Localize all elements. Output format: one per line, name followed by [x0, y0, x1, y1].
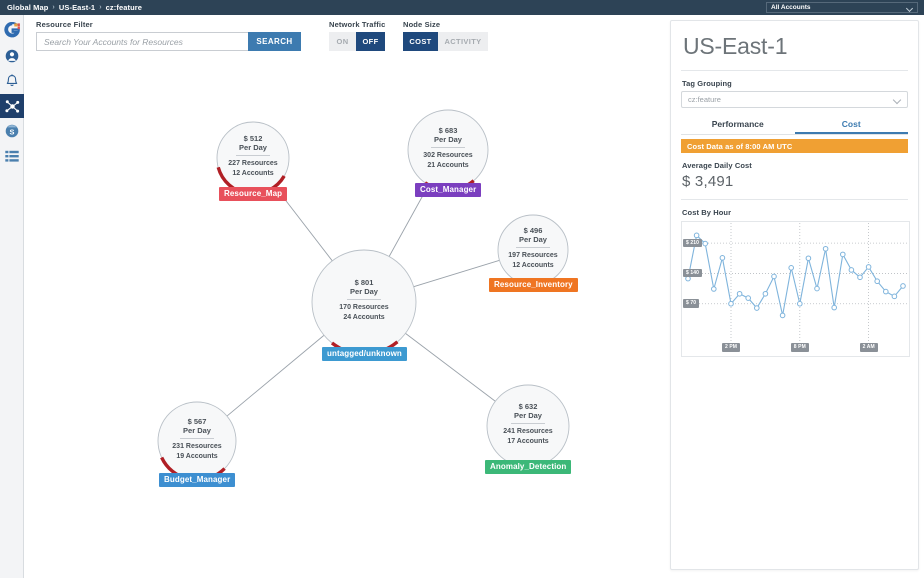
- region-detail-panel: US-East-1 Tag Grouping cz:feature Perfor…: [670, 20, 919, 570]
- chart-data-point[interactable]: [788, 265, 794, 271]
- network-traffic-off-button[interactable]: OFF: [356, 32, 385, 51]
- chart-data-point[interactable]: [883, 288, 889, 295]
- chart-data-point[interactable]: [865, 264, 872, 270]
- tab-cost[interactable]: Cost: [795, 117, 909, 134]
- user-icon: [5, 49, 19, 63]
- panel-tabs: Performance Cost: [681, 117, 908, 135]
- network-traffic-on-button[interactable]: ON: [329, 32, 356, 51]
- chart-data-point[interactable]: [771, 273, 777, 280]
- sidebar-item-global-map[interactable]: [0, 94, 24, 118]
- network-traffic-group: Network Traffic ON OFF: [329, 20, 385, 51]
- sidebar-item-notifications[interactable]: [0, 69, 24, 93]
- chart-data-point[interactable]: [762, 290, 769, 297]
- breadcrumb-item-global-map[interactable]: Global Map: [7, 3, 49, 12]
- top-bar: Global Map › US-East-1 › cz:feature All …: [0, 0, 924, 15]
- chart-data-point[interactable]: [711, 286, 717, 292]
- divider: [681, 199, 908, 200]
- app-logo-icon[interactable]: [0, 17, 24, 43]
- chart-data-point[interactable]: [745, 295, 751, 301]
- search-button[interactable]: SEARCH: [248, 32, 301, 51]
- graph-node-label-anomaly-detection[interactable]: Anomaly_Detection: [485, 460, 572, 474]
- chart-xtick-label: 2 PM: [722, 343, 741, 352]
- graph-node-label-budget-manager[interactable]: Budget_Manager: [159, 473, 236, 487]
- bell-icon: [6, 73, 18, 86]
- chart-svg-layer: [684, 223, 907, 342]
- graph-node-label-resource-map[interactable]: Resource_Map: [219, 187, 288, 201]
- graph-edge: [226, 334, 325, 417]
- graph-svg-layer: [157, 109, 570, 482]
- breadcrumb-item-tag[interactable]: cz:feature: [105, 3, 143, 12]
- resource-filter-label: Resource Filter: [36, 20, 93, 29]
- chart-data-point[interactable]: [779, 312, 786, 319]
- page-title: US-East-1: [683, 33, 788, 59]
- chart-data-point[interactable]: [891, 293, 898, 300]
- cost-by-hour-chart[interactable]: $ 70 $ 140 $ 210 2 PM 8 PM 2 AM: [681, 221, 910, 357]
- chart-xtick-label: 2 AM: [859, 343, 878, 352]
- node-size-group: Node Size COST ACTIVITY: [403, 20, 488, 51]
- account-selector-value: All Accounts: [771, 4, 811, 11]
- chart-ytick-label: $ 210: [683, 238, 703, 248]
- chart-data-point[interactable]: [719, 255, 726, 261]
- chart-data-point[interactable]: [805, 255, 812, 262]
- chart-data-point[interactable]: [797, 300, 803, 307]
- network-traffic-label: Network Traffic: [329, 20, 386, 29]
- node-size-activity-button[interactable]: ACTIVITY: [438, 32, 488, 51]
- chart-data-point[interactable]: [822, 245, 829, 252]
- average-daily-cost-label: Average Daily Cost: [682, 161, 752, 170]
- chart-ytick-label: $ 140: [683, 268, 703, 278]
- average-daily-cost-value: $ 3,491: [682, 173, 734, 190]
- left-nav-rail: S: [0, 15, 24, 578]
- chart-data-point[interactable]: [840, 251, 846, 258]
- chart-data-point[interactable]: [857, 274, 863, 281]
- breadcrumb-item-region[interactable]: US-East-1: [58, 3, 96, 12]
- tab-performance[interactable]: Performance: [711, 119, 764, 129]
- cost-by-hour-label: Cost By Hour: [682, 208, 732, 217]
- chevron-down-icon: [894, 96, 901, 103]
- tag-grouping-label: Tag Grouping: [682, 79, 732, 88]
- chart-data-point[interactable]: [736, 290, 743, 297]
- tag-grouping-value: cz:feature: [688, 95, 721, 104]
- graph-node-label-cost-manager[interactable]: Cost_Manager: [415, 183, 482, 197]
- breadcrumb-separator-icon: ›: [99, 4, 102, 11]
- chart-data-point[interactable]: [831, 304, 837, 311]
- graph-edge: [405, 333, 496, 402]
- breadcrumb-separator-icon: ›: [52, 4, 55, 11]
- node-size-label: Node Size: [403, 20, 441, 29]
- sidebar-item-cost[interactable]: S: [0, 119, 24, 143]
- chart-xtick-label: 8 PM: [790, 343, 809, 352]
- graph-node-circle[interactable]: [407, 109, 489, 191]
- chevron-down-icon: [907, 5, 913, 11]
- cost-dollar-icon: S: [5, 124, 19, 138]
- chart-data-point[interactable]: [702, 240, 709, 247]
- chart-data-point[interactable]: [728, 300, 734, 307]
- network-graph-icon: [4, 99, 19, 113]
- node-size-cost-button[interactable]: COST: [403, 32, 438, 51]
- svg-text:S: S: [10, 127, 15, 136]
- graph-node-label-untagged-unknown[interactable]: untagged/unknown: [322, 347, 407, 361]
- tag-grouping-dropdown[interactable]: cz:feature: [681, 91, 908, 108]
- graph-node-label-resource-inventory[interactable]: Resource_Inventory: [489, 278, 578, 292]
- breadcrumb: Global Map › US-East-1 › cz:feature: [7, 3, 142, 12]
- sidebar-item-user[interactable]: [0, 44, 24, 68]
- resource-filter-group: Resource Filter SEARCH: [36, 20, 301, 51]
- cost-data-banner: Cost Data as of 8:00 AM UTC: [681, 139, 908, 153]
- list-icon: [5, 150, 19, 162]
- graph-node-circle[interactable]: [486, 384, 570, 468]
- chart-ytick-label: $ 70: [683, 299, 700, 308]
- chart-data-point[interactable]: [693, 232, 700, 239]
- chart-data-point[interactable]: [754, 305, 760, 311]
- chart-data-point[interactable]: [874, 278, 880, 285]
- graph-edge: [413, 259, 500, 288]
- chart-data-point[interactable]: [900, 283, 906, 289]
- chart-data-point[interactable]: [814, 285, 820, 292]
- account-selector-dropdown[interactable]: All Accounts: [766, 2, 918, 13]
- graph-node-circle[interactable]: [311, 249, 417, 355]
- divider: [681, 70, 908, 71]
- search-input[interactable]: [36, 32, 248, 51]
- graph-node-circle[interactable]: [497, 214, 569, 286]
- sidebar-item-reports[interactable]: [0, 144, 24, 168]
- chart-data-point[interactable]: [848, 267, 855, 273]
